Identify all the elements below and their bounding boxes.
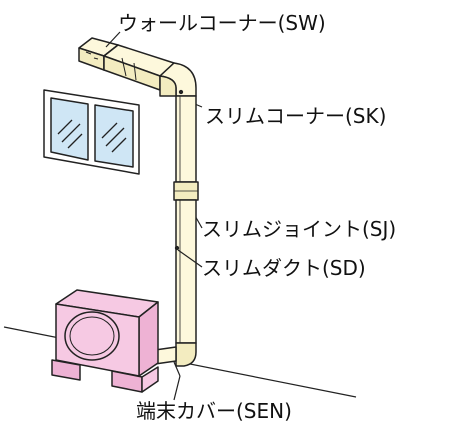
label-slim-corner: スリムコーナー(SK): [205, 104, 387, 128]
outdoor-unit-foot-left: [51, 359, 81, 381]
label-wall-corner: ウォールコーナー(SW): [118, 11, 326, 35]
glass-reflection-marks: [57, 119, 127, 153]
label-slim-joint: スリムジョイント(SJ): [202, 217, 397, 241]
outdoor-unit: [51, 289, 159, 393]
slim-duct-upper: [175, 95, 197, 183]
slim-corner-part: [159, 62, 203, 108]
window-left-pane: [50, 97, 89, 161]
label-end-cover: 端末カバー(SEN): [136, 399, 292, 423]
window-right-pane: [94, 104, 134, 168]
label-slim-duct: スリムダクト(SD): [202, 256, 366, 280]
leader-wall-corner: [105, 31, 121, 48]
fan-grille: [64, 311, 120, 361]
window: [43, 89, 140, 175]
fan-grille-inner: [69, 316, 115, 356]
